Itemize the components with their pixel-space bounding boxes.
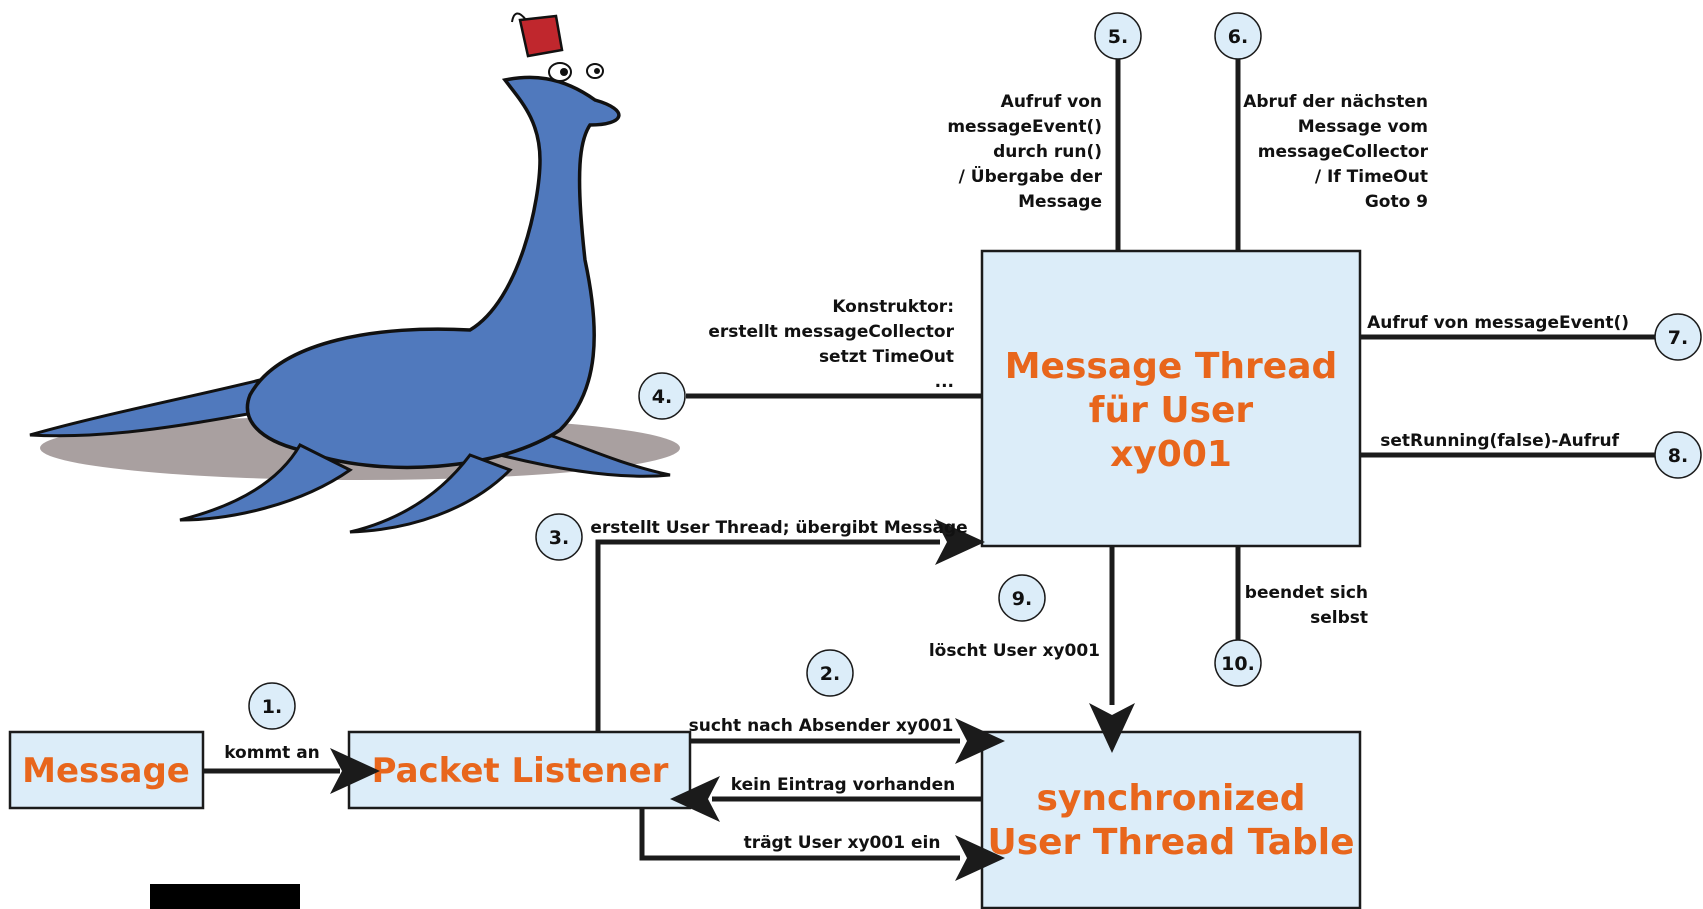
step-3-number: 3. [549,527,569,549]
thread-table-label-line1: synchronized [1036,778,1305,819]
label-aufruf-run-line4: / Übergabe der [959,165,1103,187]
label-abruf-line1: Abruf der nächsten [1243,92,1428,112]
label-beendet: beendet sich selbst [1245,583,1368,628]
message-thread-box: Message Thread für User xy001 [980,249,1362,548]
arrowhead-sucht [955,718,1005,764]
label-kommt-an: kommt an [224,743,320,763]
label-aufruf-run-line2: messageEvent() [947,117,1102,137]
label-kein-eintrag: kein Eintrag vorhanden [731,775,955,795]
step-10-marker: 10. [1214,639,1262,687]
step-6-number: 6. [1228,26,1248,48]
packet-listener-box: Packet Listener [347,730,692,810]
step-7-marker: 7. [1654,313,1702,361]
label-abruf-line4: / If TimeOut [1315,167,1428,187]
step-8-marker: 8. [1654,431,1702,479]
thread-table-box: synchronized User Thread Table [980,730,1362,909]
mascot-front-flipper-left [179,443,353,522]
label-abruf: Abruf der nächsten Message vom messageCo… [1243,92,1428,212]
label-abruf-line3: messageCollector [1258,142,1429,162]
label-konstruktor-line2: erstellt messageCollector [708,322,954,342]
step-7-number: 7. [1668,327,1688,349]
label-aufruf-event: Aufruf von messageEvent() [1367,313,1629,333]
step-4-marker: 4. [638,372,686,420]
step-1-number: 1. [262,696,282,718]
arrowhead-traegt-ein [955,835,1005,881]
message-box-label: Message [22,751,190,791]
mascot-front-flipper-right [349,453,513,534]
step-8-number: 8. [1668,445,1688,467]
message-thread-label-line1: Message Thread [1005,346,1338,387]
arrowhead-kommt-an [330,748,380,794]
fez-tassel [511,12,527,23]
arrowhead-kein-eintrag [670,776,720,822]
label-beendet-line1: beendet sich [1245,583,1368,603]
label-aufruf-run-line1: Aufruf von [1001,92,1102,112]
step-9-marker: 9. [998,574,1046,622]
message-thread-label-line3: xy001 [1110,434,1232,475]
step-2-number: 2. [820,663,840,685]
label-set-running: setRunning(false)-Aufruf [1380,431,1619,451]
step-10-number: 10. [1221,653,1255,675]
label-erstellt: erstellt User Thread; übergibt Message [590,518,967,538]
message-thread-label-line2: für User [1089,390,1254,431]
fez-hat [518,14,564,58]
label-konstruktor: Konstruktor: erstellt messageCollector s… [708,297,954,392]
sea-serpent-mascot [29,12,680,534]
step-5-marker: 5. [1094,12,1142,60]
label-traegt-ein: trägt User xy001 ein [744,833,941,853]
arrow-traegt-ein [639,808,960,861]
label-konstruktor-line1: Konstruktor: [832,297,954,317]
label-sucht: sucht nach Absender xy001 [689,716,954,736]
redaction-bar [150,884,300,909]
packet-listener-label: Packet Listener [372,751,669,791]
arrow-erstellt [595,539,940,732]
step-3-marker: 3. [535,513,583,561]
label-konstruktor-line3: setzt TimeOut [819,347,954,367]
message-box: Message [8,730,205,810]
mascot-tail [29,378,305,438]
step-1-marker: 1. [248,682,296,730]
label-aufruf-run-line3: durch run() [993,142,1102,162]
label-abruf-line5: Goto 9 [1365,192,1428,212]
label-loescht: löscht User xy001 [929,641,1100,661]
mascot-body [245,75,621,470]
step-6-marker: 6. [1214,12,1262,60]
arrowhead-erstellt [935,519,985,565]
step-2-marker: 2. [806,649,854,697]
thread-table-label-line2: User Thread Table [987,822,1354,863]
label-konstruktor-line4: ... [935,372,954,392]
arrowhead-loescht [1089,703,1135,753]
label-aufruf-run-line5: Message [1018,192,1102,212]
label-abruf-line2: Message vom [1298,117,1428,137]
step-5-number: 5. [1108,26,1128,48]
step-4-number: 4. [652,386,672,408]
label-aufruf-run: Aufruf von messageEvent() durch run() / … [947,92,1102,212]
step-9-number: 9. [1012,588,1032,610]
label-beendet-line2: selbst [1310,608,1368,628]
